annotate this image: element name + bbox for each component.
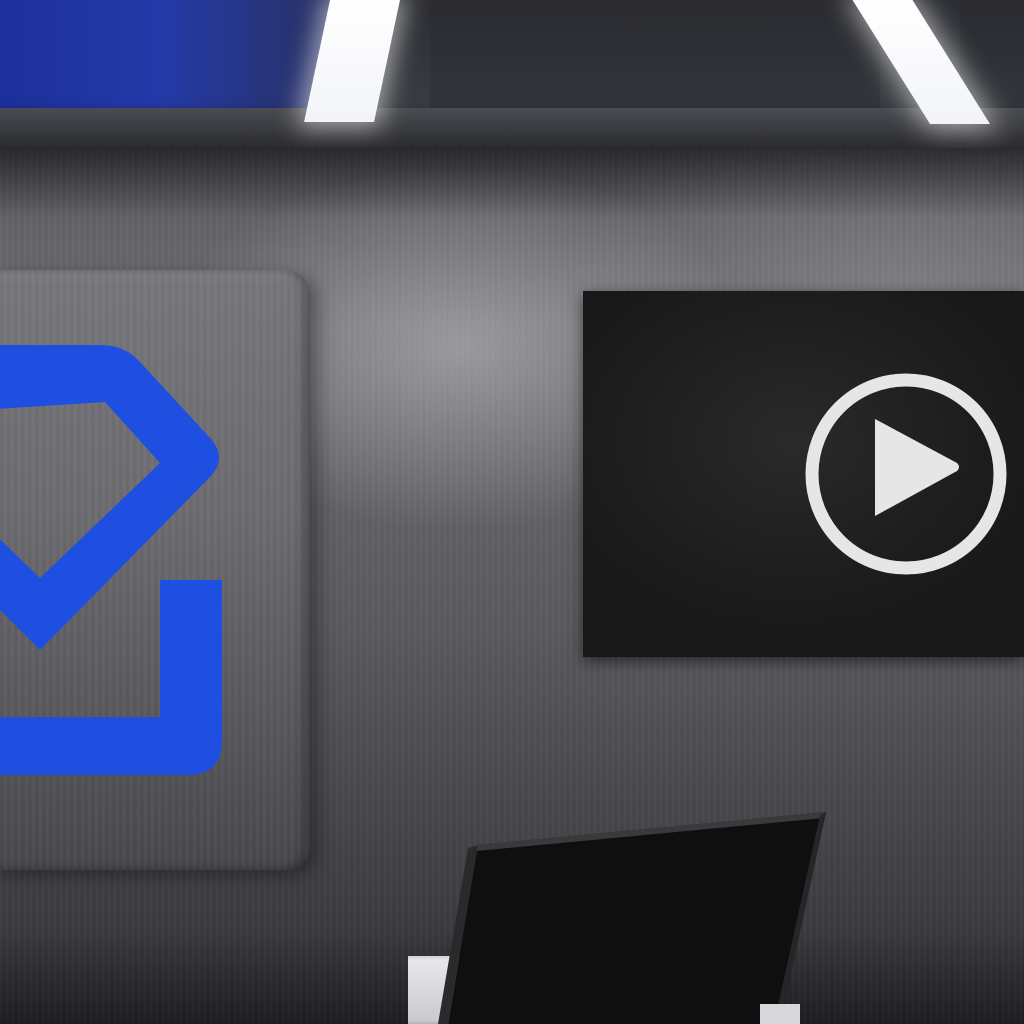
ceiling-panel-center <box>430 0 880 110</box>
ceiling-blue-panel <box>0 0 360 118</box>
blue-envelope-logo-icon <box>0 345 222 775</box>
play-circle-icon[interactable] <box>803 371 1013 581</box>
ceiling-beam <box>0 108 1024 148</box>
wall-top-shadow <box>0 148 1024 218</box>
video-screen <box>583 291 1024 657</box>
desk-base <box>760 1004 800 1024</box>
ceiling-panel-right <box>960 0 1024 110</box>
